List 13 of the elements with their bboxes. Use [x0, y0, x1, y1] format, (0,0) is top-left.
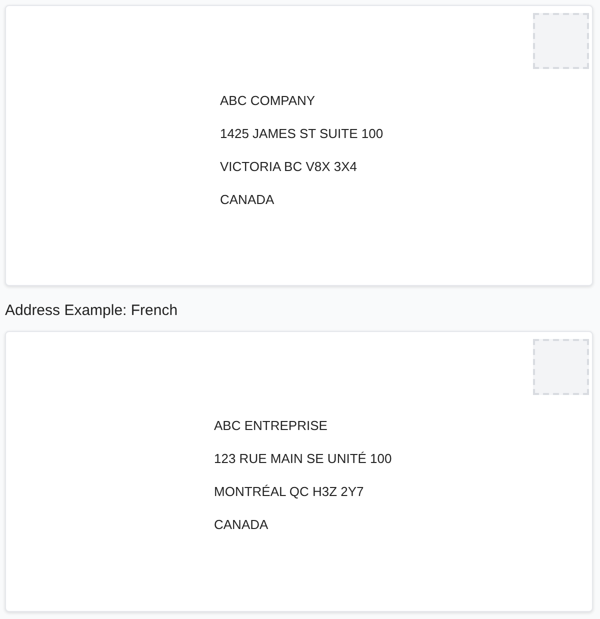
- address-line: MONTRÉAL QC H3Z 2Y7: [214, 484, 364, 499]
- envelope-card: [5, 331, 593, 612]
- address-line: CANADA: [220, 192, 274, 207]
- address-line: VICTORIA BC V8X 3X4: [220, 159, 358, 174]
- address-line: 1425 JAMES ST SUITE 100: [220, 126, 384, 141]
- envelope-card: [5, 5, 593, 286]
- address-line: ABC COMPANY: [220, 93, 316, 108]
- stamp-placeholder: [533, 13, 589, 69]
- section-heading: Address Example: French: [5, 302, 178, 319]
- address-line: ABC ENTREPRISE: [214, 418, 328, 433]
- address-line: 123 RUE MAIN SE UNITÉ 100: [214, 451, 392, 466]
- stamp-placeholder: [533, 339, 589, 395]
- address-line: CANADA: [214, 517, 268, 532]
